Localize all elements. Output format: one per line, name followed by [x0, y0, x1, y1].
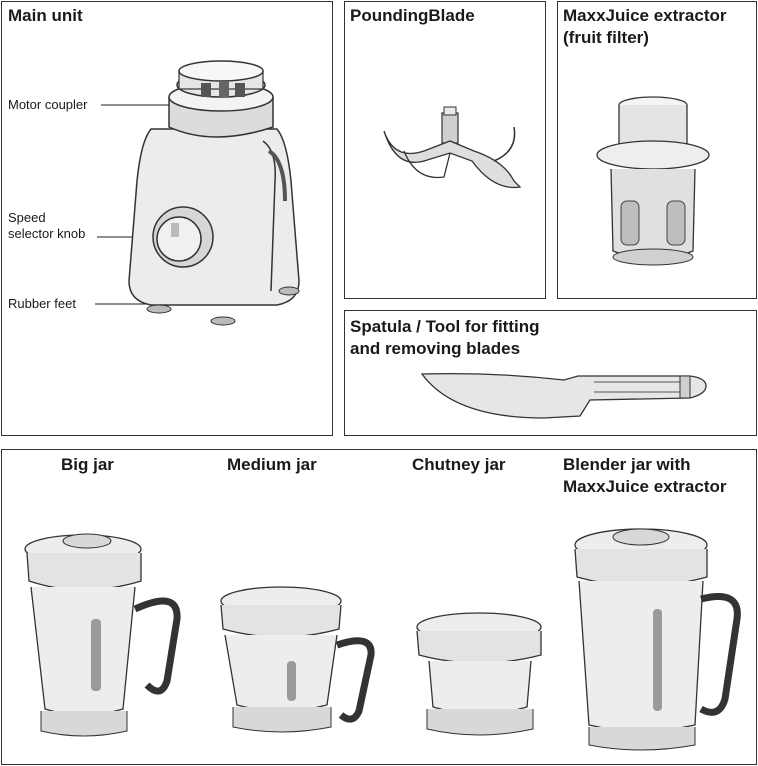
- rubber-feet-label: Rubber feet: [8, 296, 76, 311]
- speed-selector-label: Speed selector knob: [8, 210, 86, 241]
- blender-jar-title: Blender jar with MaxxJuice extractor: [563, 455, 727, 496]
- big-jar-drawing: [24, 533, 181, 737]
- chutney-jar-title: Chutney jar: [412, 455, 506, 474]
- pounding-blade-illustration: [383, 106, 522, 189]
- main-unit-title: Main unit: [8, 6, 83, 25]
- medium-jar-drawing: [220, 586, 375, 733]
- maxxjuice-illustration: [596, 96, 710, 266]
- maxxjuice-title: MaxxJuice extractor (fruit filter): [563, 6, 727, 47]
- main-unit-illustration: [95, 60, 300, 326]
- big-jar-title: Big jar: [61, 455, 114, 474]
- jars-illustration: [24, 528, 741, 751]
- motor-coupler-label: Motor coupler: [8, 97, 88, 112]
- blender-jar-drawing: [574, 528, 741, 751]
- chutney-jar-drawing: [416, 612, 542, 736]
- pounding-blade-title: PoundingBlade: [350, 6, 475, 25]
- spatula-illustration: [420, 372, 707, 419]
- spatula-title: Spatula / Tool for fitting and removing …: [350, 317, 540, 358]
- medium-jar-title: Medium jar: [227, 455, 317, 474]
